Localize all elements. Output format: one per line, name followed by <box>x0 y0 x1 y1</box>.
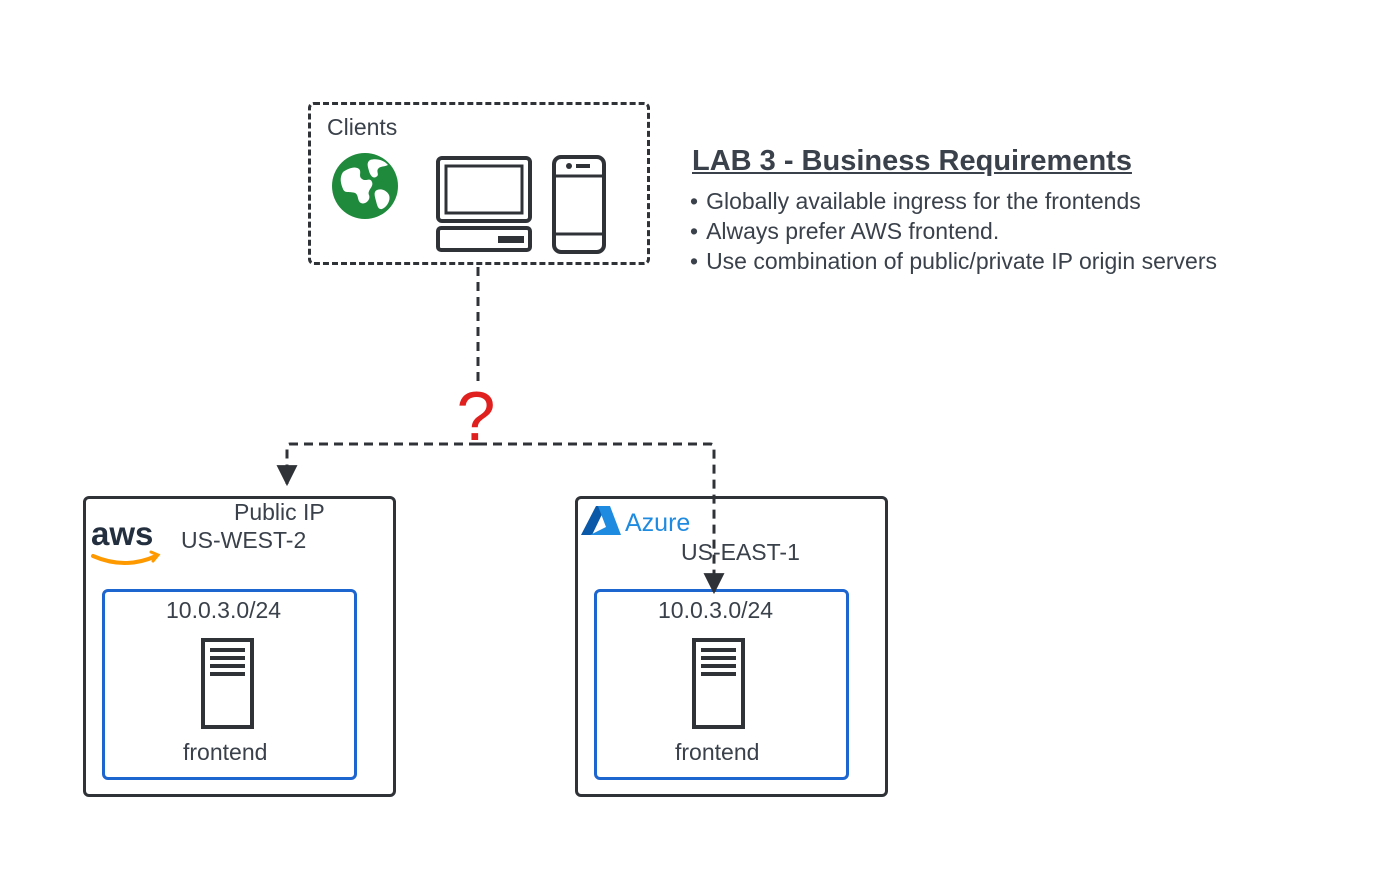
azure-region-label: US-EAST-1 <box>681 539 800 565</box>
requirements-list: Globally available ingress for the front… <box>690 186 1217 276</box>
aws-logo-text: aws <box>91 515 153 552</box>
globe-icon <box>332 153 398 219</box>
aws-subnet-label: 10.0.3.0/24 <box>166 597 282 623</box>
aws-region-label: US-WEST-2 <box>181 527 307 553</box>
clients-label: Clients <box>327 114 398 140</box>
connector-to-aws <box>276 442 478 487</box>
requirement-item: Globally available ingress for the front… <box>690 186 1217 216</box>
azure-region-box <box>575 496 888 797</box>
desktop-computer-icon <box>436 156 532 252</box>
connector-to-azure <box>478 442 725 595</box>
server-icon <box>201 638 254 729</box>
aws-server-label: frontend <box>183 739 268 765</box>
public-ip-label: Public IP <box>234 499 325 525</box>
azure-subnet-label: 10.0.3.0/24 <box>658 597 774 623</box>
server-icon <box>692 638 745 729</box>
connector-lines <box>276 267 725 595</box>
clients-group <box>308 102 650 265</box>
mobile-phone-icon <box>552 155 606 254</box>
aws-subnet-box <box>102 589 357 780</box>
azure-logo-icon <box>581 506 621 535</box>
azure-logo-text: Azure <box>625 509 691 537</box>
requirements-title: LAB 3 - Business Requirements <box>692 145 1132 177</box>
requirement-item: Use combination of public/private IP ori… <box>690 246 1217 276</box>
aws-region-box <box>83 496 396 797</box>
aws-logo: aws <box>91 515 161 565</box>
question-mark: ? <box>457 377 496 455</box>
azure-server-label: frontend <box>675 739 760 765</box>
aws-smile-icon <box>91 554 158 565</box>
requirement-item: Always prefer AWS frontend. <box>690 216 1217 246</box>
